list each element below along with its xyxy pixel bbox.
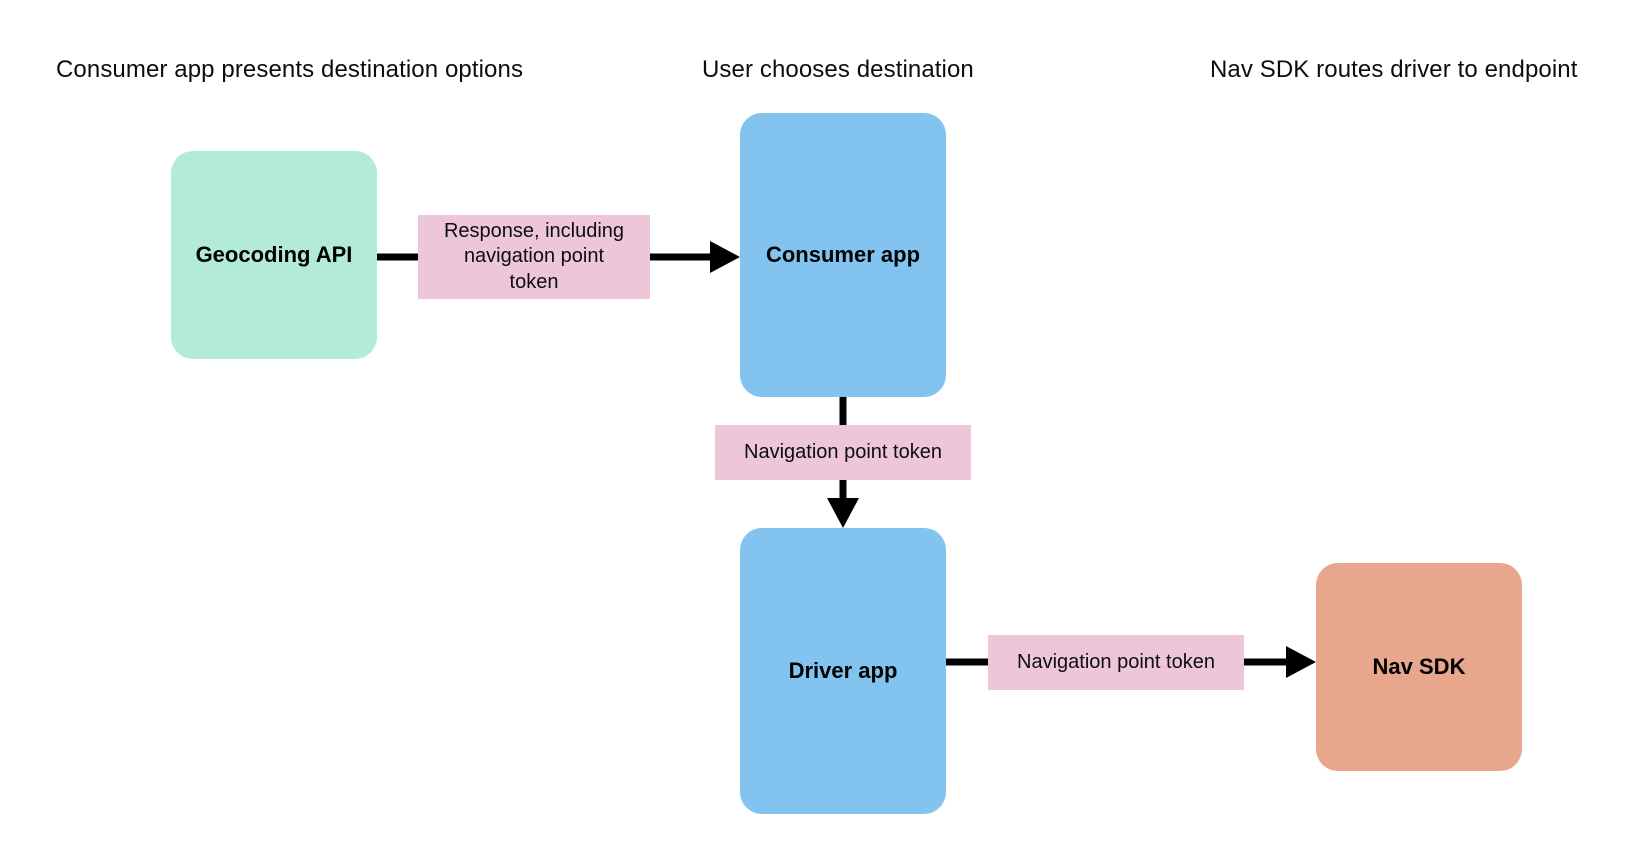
node-nav-sdk-label: Nav SDK	[1372, 654, 1466, 679]
column-heading-nav-routes: Nav SDK routes driver to endpoint	[1210, 56, 1578, 83]
edge-label-response-line-3: token	[509, 270, 559, 293]
edge-label-navigation-point-token-text-2: Navigation point token	[1017, 650, 1215, 673]
edge-label-response-including-navigation-point-token: Response, including navigation point tok…	[418, 215, 650, 299]
node-geocoding-api-label: Geocoding API	[195, 242, 353, 267]
node-nav-sdk[interactable]: Nav SDK	[1316, 563, 1522, 771]
edge-label-response-line-1: Response, including	[443, 220, 625, 243]
edge-label-response-text: Response, including navigation point tok…	[444, 219, 624, 295]
node-consumer-app[interactable]: Consumer app	[740, 113, 946, 397]
node-consumer-app-label: Consumer app	[765, 242, 921, 267]
node-driver-app[interactable]: Driver app	[740, 528, 946, 814]
edge-label-navigation-point-token-consumer-driver: Navigation point token	[715, 425, 971, 480]
node-driver-app-label: Driver app	[788, 658, 898, 683]
column-heading-consumer-options: Consumer app presents destination option…	[56, 56, 524, 83]
edge-label-navigation-point-token-driver-navsdk: Navigation point token	[988, 635, 1244, 690]
edge-label-response-line-2: navigation point	[463, 245, 605, 268]
column-heading-user-chooses: User chooses destination	[702, 56, 974, 83]
node-geocoding-api[interactable]: Geocoding API	[171, 151, 377, 359]
edge-label-navigation-point-token-text-1: Navigation point token	[744, 440, 942, 463]
